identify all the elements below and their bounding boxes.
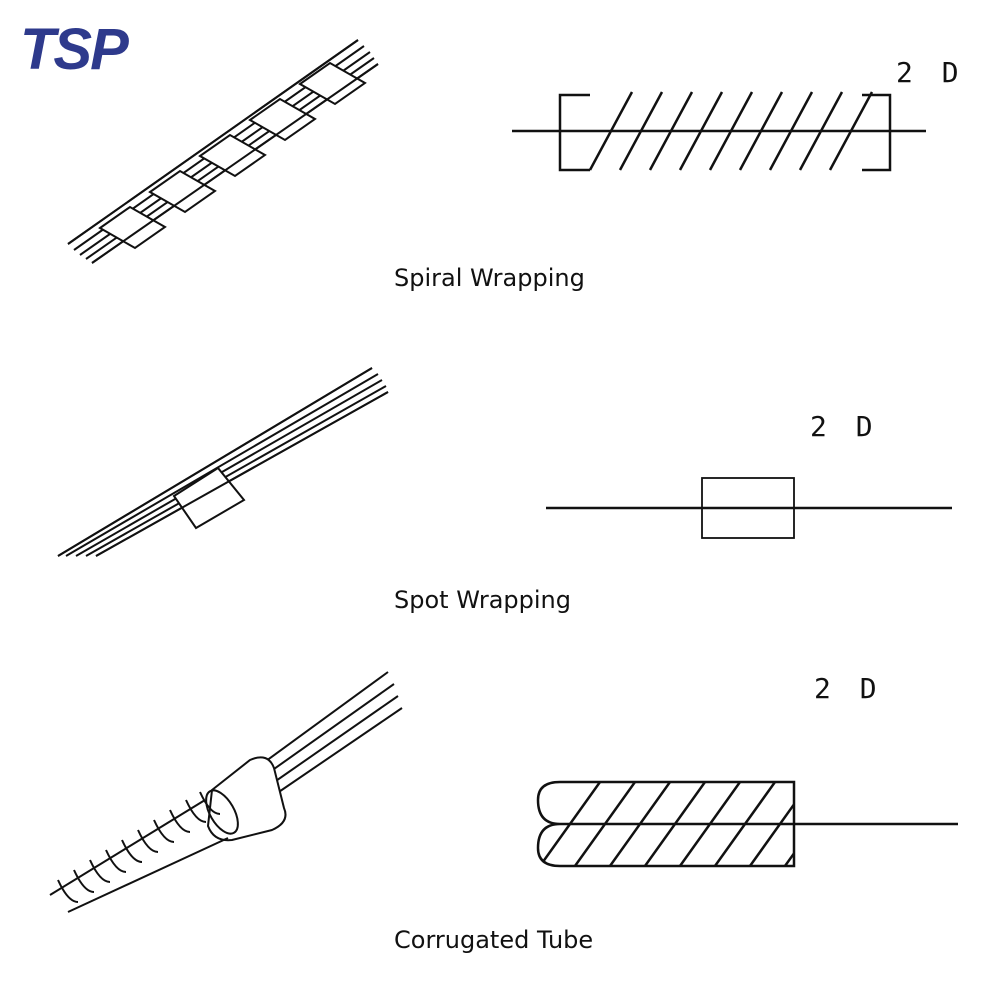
spiral-wrapping-caption: Spiral Wrapping [394, 264, 585, 292]
spot-wrapping-caption: Spot Wrapping [394, 586, 571, 614]
corrugated-tube-caption: Corrugated Tube [394, 926, 594, 954]
spiral-dim-label: 2 D [896, 56, 965, 89]
corrugated-dim-label: 2 D [814, 672, 883, 705]
corrugated-sleeve [206, 756, 287, 842]
tube-hatch-lines [538, 782, 794, 866]
spiral-hatch-lines [588, 91, 874, 171]
tsp-logo: TSP [20, 17, 129, 82]
spiral-tape-bands [98, 61, 367, 250]
spot-dim-label: 2 D [810, 410, 879, 443]
corrugated-ribs [49, 791, 229, 913]
